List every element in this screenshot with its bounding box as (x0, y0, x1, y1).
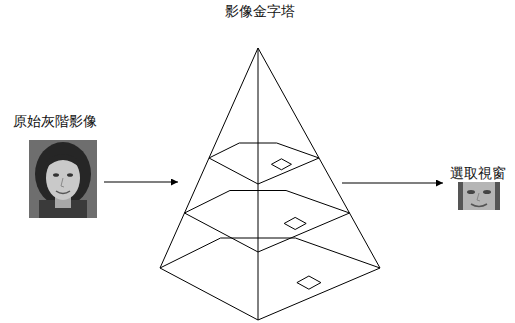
pyramid-level (160, 238, 380, 320)
image-caption: 原始灰階影像 (8, 112, 102, 130)
window-square (271, 159, 291, 170)
window-square (284, 217, 306, 229)
pyramid-level (185, 191, 350, 253)
image-node: 原始灰階影像 (8, 112, 102, 220)
gray-face-image (29, 140, 97, 218)
cropped-face-image (458, 182, 500, 210)
arrow-connector (104, 181, 178, 182)
image-node: 選取視窗 (445, 164, 511, 210)
arrow-connector (342, 182, 443, 183)
pyramid-node: 影像金字塔 (180, 2, 340, 318)
pyramid-level (209, 143, 319, 184)
image-caption: 選取視窗 (445, 164, 511, 182)
window-square (297, 276, 321, 289)
pyramid-lines (160, 48, 380, 320)
image-caption: 影像金字塔 (180, 2, 340, 20)
pyramid-edge (160, 48, 380, 268)
